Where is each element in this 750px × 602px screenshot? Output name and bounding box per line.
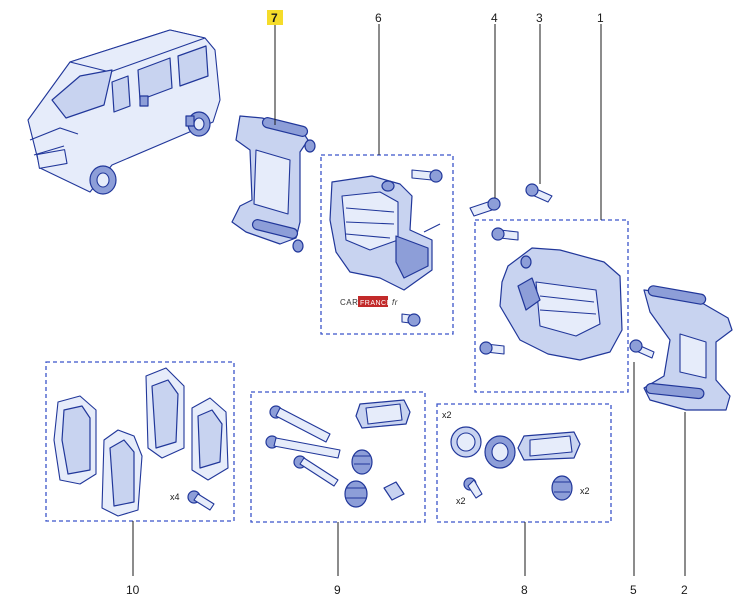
caliper-assembly-1[interactable] bbox=[479, 227, 623, 361]
caliper-carrier-7[interactable] bbox=[231, 115, 316, 253]
pad-bolt[interactable] bbox=[187, 490, 215, 511]
svg-text:fr: fr bbox=[392, 298, 398, 307]
caliper-carrier-2[interactable] bbox=[643, 285, 733, 411]
brake-pads-10[interactable] bbox=[53, 367, 229, 517]
highlight-callout-7 bbox=[267, 10, 283, 25]
van-illustration bbox=[27, 29, 221, 195]
callout-4[interactable]: 4 bbox=[491, 11, 498, 25]
callout-3[interactable]: 3 bbox=[536, 11, 543, 25]
dashed-box-8 bbox=[436, 403, 612, 523]
svg-text:FRANCE: FRANCE bbox=[360, 300, 392, 307]
bleed-screw-4[interactable] bbox=[469, 197, 501, 217]
callout-9[interactable]: 9 bbox=[334, 583, 341, 597]
callout-1[interactable]: 1 bbox=[597, 11, 604, 25]
dashed-box-9 bbox=[250, 391, 426, 523]
dashed-box-1 bbox=[474, 219, 629, 393]
dashed-box-10 bbox=[45, 361, 235, 522]
qty-ring: x2 bbox=[442, 410, 452, 420]
watermark: CAR FRANCE fr bbox=[340, 296, 398, 307]
callout-7[interactable]: 7 bbox=[271, 11, 278, 25]
caliper-assembly-6[interactable] bbox=[329, 169, 443, 327]
leader-lines bbox=[132, 24, 686, 576]
callout-5[interactable]: 5 bbox=[630, 583, 637, 597]
qty-pad-bolts: x4 bbox=[170, 492, 180, 502]
repair-kit-8[interactable] bbox=[450, 426, 581, 501]
callout-6[interactable]: 6 bbox=[375, 11, 382, 25]
callout-8[interactable]: 8 bbox=[521, 583, 528, 597]
callout-2[interactable]: 2 bbox=[681, 583, 688, 597]
qty-boot: x2 bbox=[580, 486, 590, 496]
qty-bolt: x2 bbox=[456, 496, 466, 506]
callout-10[interactable]: 10 bbox=[126, 583, 140, 597]
guide-bolt-5[interactable] bbox=[629, 339, 655, 359]
guide-pin-kit-9[interactable] bbox=[265, 399, 411, 508]
svg-text:CAR: CAR bbox=[340, 298, 358, 307]
guide-bolt-3[interactable] bbox=[525, 183, 553, 203]
dashed-box-6 bbox=[320, 154, 454, 335]
